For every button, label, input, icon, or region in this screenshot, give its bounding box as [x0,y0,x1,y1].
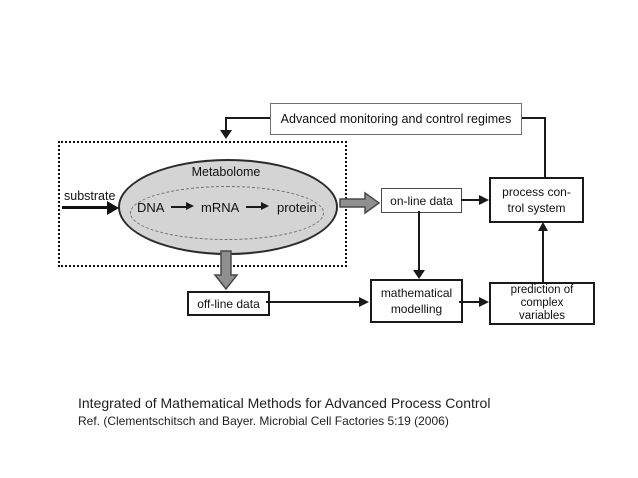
caption-reference: Ref. (Clementschitsch and Bayer. Microbi… [78,414,449,428]
mathematical-modelling-line1: mathematical [380,285,453,300]
arrow-right-icon [186,202,194,210]
caption-title: Integrated of Mathematical Methods for A… [78,395,491,411]
arrow-down-icon [413,270,425,279]
connector-line [246,206,261,208]
connector-line [520,117,546,119]
process-control-line1: process con- [502,184,571,199]
substrate-label: substrate [64,189,116,203]
prediction-line1: prediction of [510,283,574,296]
connector-line [266,301,360,303]
online-data-label: on-line data [390,193,453,208]
mathematical-modelling-line2: modelling [390,302,443,316]
central-dogma-dashed-ellipse [130,186,324,240]
protein-label: protein [277,200,317,215]
prediction-box: prediction of complex variables [489,282,595,325]
connector-line [418,211,420,271]
connector-line [62,206,108,209]
prediction-line2: complex [520,296,564,309]
mrna-label: mRNA [201,200,240,215]
online-data-box: on-line data [381,188,462,213]
arrow-right-icon [359,296,369,307]
offline-data-label: off-line data [197,296,260,311]
prediction-line3: variables [518,310,566,323]
arrow-down-icon [220,130,232,139]
arrow-right-icon [107,200,119,215]
arrow-right-icon [479,194,489,205]
connector-line [171,206,186,208]
connector-line [461,199,480,201]
connector-line [542,231,544,282]
connector-line [544,117,546,178]
arrow-right-icon [261,202,269,210]
dna-label: DNA [137,200,165,215]
arrow-right-icon [479,296,489,307]
thick-gray-arrow-down-icon [213,250,239,290]
thick-gray-arrow-right-icon [339,191,381,215]
connector-line [459,301,480,303]
arrow-up-icon [537,222,548,231]
process-control-system-box: process con- trol system [489,177,584,223]
advanced-monitoring-box: Advanced monitoring and control regimes [270,103,522,135]
connector-line [225,117,227,131]
process-control-line2: trol system [507,201,566,215]
mathematical-modelling-box: mathematical modelling [370,279,463,323]
offline-data-box: off-line data [187,291,270,316]
advanced-monitoring-label: Advanced monitoring and control regimes [280,112,512,126]
connector-line [226,117,272,119]
metabolome-label: Metabolome [191,165,261,179]
